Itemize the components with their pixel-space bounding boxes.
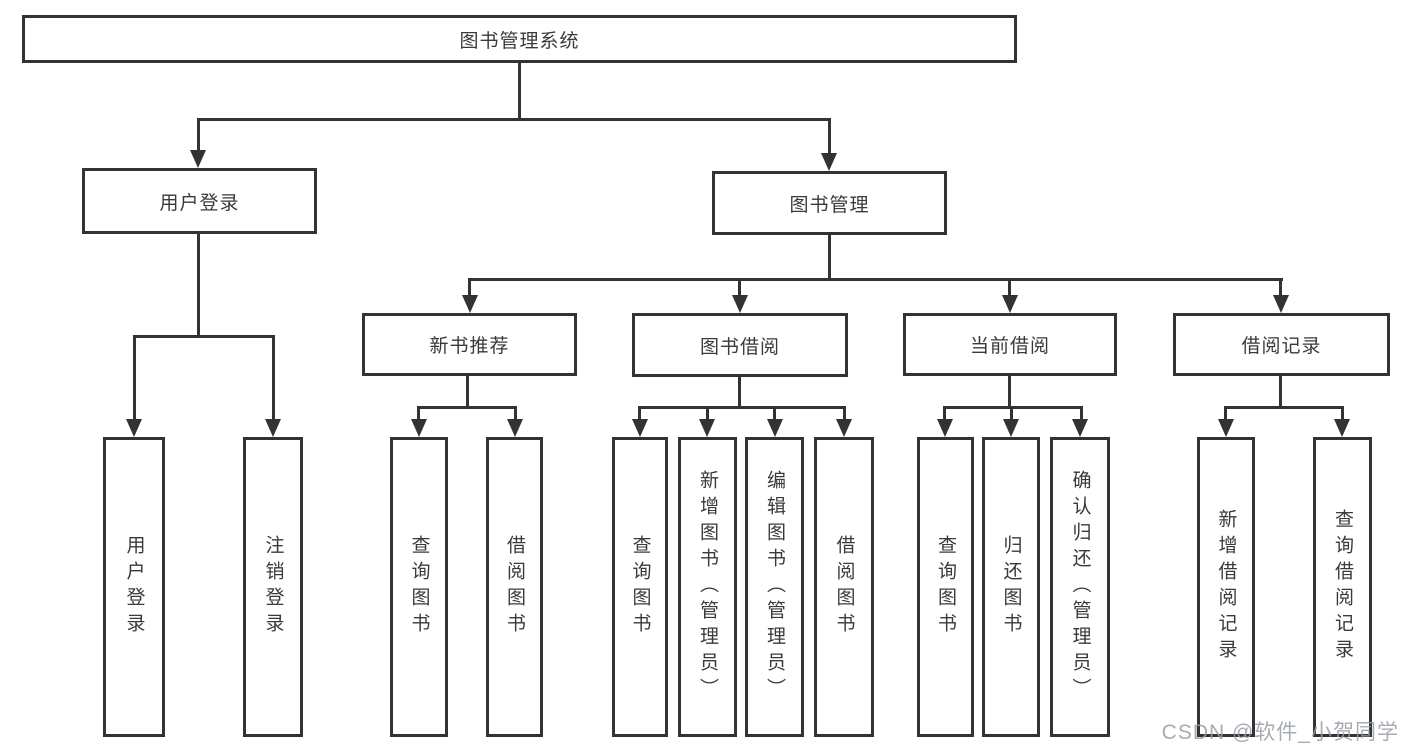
node-book-management: 图书管理 bbox=[712, 171, 947, 235]
leaf-confirm-return-admin: 确认归还（管理员） bbox=[1050, 437, 1110, 737]
arrow-down-icon bbox=[937, 419, 953, 437]
connector-group-branch bbox=[417, 406, 517, 409]
node-current-borrow-label: 当前借阅 bbox=[969, 336, 1050, 357]
connector-drop-level3 bbox=[468, 278, 471, 297]
connector-drop-user-login bbox=[197, 118, 200, 152]
connector-root-stem bbox=[518, 63, 521, 120]
connector-drop-level3 bbox=[1279, 278, 1282, 297]
node-current-borrow: 当前借阅 bbox=[903, 313, 1117, 376]
arrow-down-icon bbox=[1072, 419, 1088, 437]
leaf-query-books-current: 查询图书 bbox=[917, 437, 974, 737]
leaf-logout-label: 注销登录 bbox=[262, 535, 284, 639]
arrow-down-icon bbox=[1218, 419, 1234, 437]
connector-drop-leaf bbox=[133, 335, 136, 421]
connector-group-branch bbox=[943, 406, 1083, 409]
arrow-down-icon bbox=[1334, 419, 1350, 437]
arrow-down-icon bbox=[767, 419, 783, 437]
connector-drop-leaf bbox=[638, 406, 641, 421]
connector-user-login-stem bbox=[197, 234, 200, 336]
leaf-borrow-books-label: 借阅图书 bbox=[833, 535, 855, 639]
node-borrow-records-label: 借阅记录 bbox=[1241, 336, 1322, 357]
connector-drop-leaf bbox=[773, 406, 776, 421]
arrow-down-icon bbox=[821, 153, 837, 171]
arrow-down-icon bbox=[265, 419, 281, 437]
leaf-confirm-return-admin-label: 确认归还（管理员） bbox=[1069, 470, 1091, 704]
connector-drop-leaf bbox=[1080, 406, 1083, 421]
leaf-add-books-admin: 新增图书（管理员） bbox=[678, 437, 737, 737]
connector-group-stem bbox=[466, 376, 469, 408]
connector-drop-level3 bbox=[1008, 278, 1011, 297]
node-book-borrow-label: 图书借阅 bbox=[699, 336, 780, 358]
connector-user-login-branch bbox=[133, 335, 275, 338]
arrow-down-icon bbox=[732, 295, 748, 313]
leaf-borrow-books-recommend-label: 借阅图书 bbox=[504, 535, 525, 639]
connector-group-stem bbox=[1279, 376, 1282, 408]
connector-level2-branch bbox=[197, 118, 831, 121]
connector-drop-leaf bbox=[1341, 406, 1344, 421]
leaf-query-borrow-record-label: 查询借阅记录 bbox=[1332, 509, 1353, 665]
leaf-borrow-books: 借阅图书 bbox=[814, 437, 874, 737]
connector-drop-book-mgmt bbox=[828, 118, 831, 155]
arrow-down-icon bbox=[411, 419, 427, 437]
connector-level3-branch bbox=[469, 278, 1283, 281]
node-book-borrow: 图书借阅 bbox=[632, 313, 848, 377]
leaf-borrow-books-recommend: 借阅图书 bbox=[486, 437, 543, 737]
connector-drop-leaf bbox=[943, 406, 946, 421]
arrow-down-icon bbox=[190, 150, 206, 168]
connector-group-stem bbox=[1008, 376, 1011, 408]
connector-drop-leaf bbox=[1010, 406, 1013, 421]
leaf-query-books-current-label: 查询图书 bbox=[935, 535, 956, 639]
node-book-management-label: 图书管理 bbox=[789, 194, 870, 216]
leaf-return-books-label: 归还图书 bbox=[1000, 535, 1022, 639]
arrow-down-icon bbox=[507, 419, 523, 437]
node-borrow-records: 借阅记录 bbox=[1173, 313, 1390, 376]
node-user-login-label: 用户登录 bbox=[159, 192, 240, 214]
connector-group-branch bbox=[1224, 406, 1344, 409]
connector-drop-leaf bbox=[514, 406, 517, 421]
leaf-query-borrow-record: 查询借阅记录 bbox=[1313, 437, 1372, 737]
connector-drop-leaf bbox=[843, 406, 846, 421]
arrow-down-icon bbox=[1002, 295, 1018, 313]
connector-drop-level3 bbox=[738, 278, 741, 297]
arrow-down-icon bbox=[462, 295, 478, 313]
node-new-book-recommend: 新书推荐 bbox=[362, 313, 577, 376]
node-root-label: 图书管理系统 bbox=[459, 30, 580, 52]
leaf-query-books-recommend-label: 查询图书 bbox=[408, 535, 430, 639]
connector-book-mgmt-stem bbox=[828, 235, 831, 280]
leaf-edit-books-admin-label: 编辑图书（管理员） bbox=[764, 470, 785, 704]
arrow-down-icon bbox=[1273, 295, 1289, 313]
leaf-add-books-admin-label: 新增图书（管理员） bbox=[697, 470, 718, 704]
leaf-edit-books-admin: 编辑图书（管理员） bbox=[745, 437, 804, 737]
node-new-book-recommend-label: 新书推荐 bbox=[429, 336, 510, 357]
leaf-return-books: 归还图书 bbox=[982, 437, 1040, 737]
leaf-add-borrow-record: 新增借阅记录 bbox=[1197, 437, 1255, 737]
csdn-watermark: CSDN @软件_小贺同学 bbox=[1161, 721, 1399, 744]
leaf-query-books-borrow-label: 查询图书 bbox=[629, 535, 651, 639]
leaf-user-login: 用户登录 bbox=[103, 437, 165, 737]
leaf-add-borrow-record-label: 新增借阅记录 bbox=[1215, 509, 1237, 665]
node-root-system: 图书管理系统 bbox=[22, 15, 1017, 63]
leaf-query-books-borrow: 查询图书 bbox=[612, 437, 668, 737]
node-user-login: 用户登录 bbox=[82, 168, 317, 234]
connector-drop-leaf bbox=[706, 406, 709, 421]
connector-drop-leaf bbox=[1224, 406, 1227, 421]
arrow-down-icon bbox=[836, 419, 852, 437]
leaf-user-login-label: 用户登录 bbox=[123, 535, 145, 639]
connector-group-branch bbox=[638, 406, 846, 409]
arrow-down-icon bbox=[699, 419, 715, 437]
connector-drop-leaf bbox=[417, 406, 420, 421]
connector-group-stem bbox=[738, 377, 741, 408]
leaf-query-books-recommend: 查询图书 bbox=[390, 437, 448, 737]
arrow-down-icon bbox=[126, 419, 142, 437]
arrow-down-icon bbox=[632, 419, 648, 437]
connector-drop-leaf bbox=[272, 335, 275, 421]
leaf-logout: 注销登录 bbox=[243, 437, 303, 737]
arrow-down-icon bbox=[1003, 419, 1019, 437]
